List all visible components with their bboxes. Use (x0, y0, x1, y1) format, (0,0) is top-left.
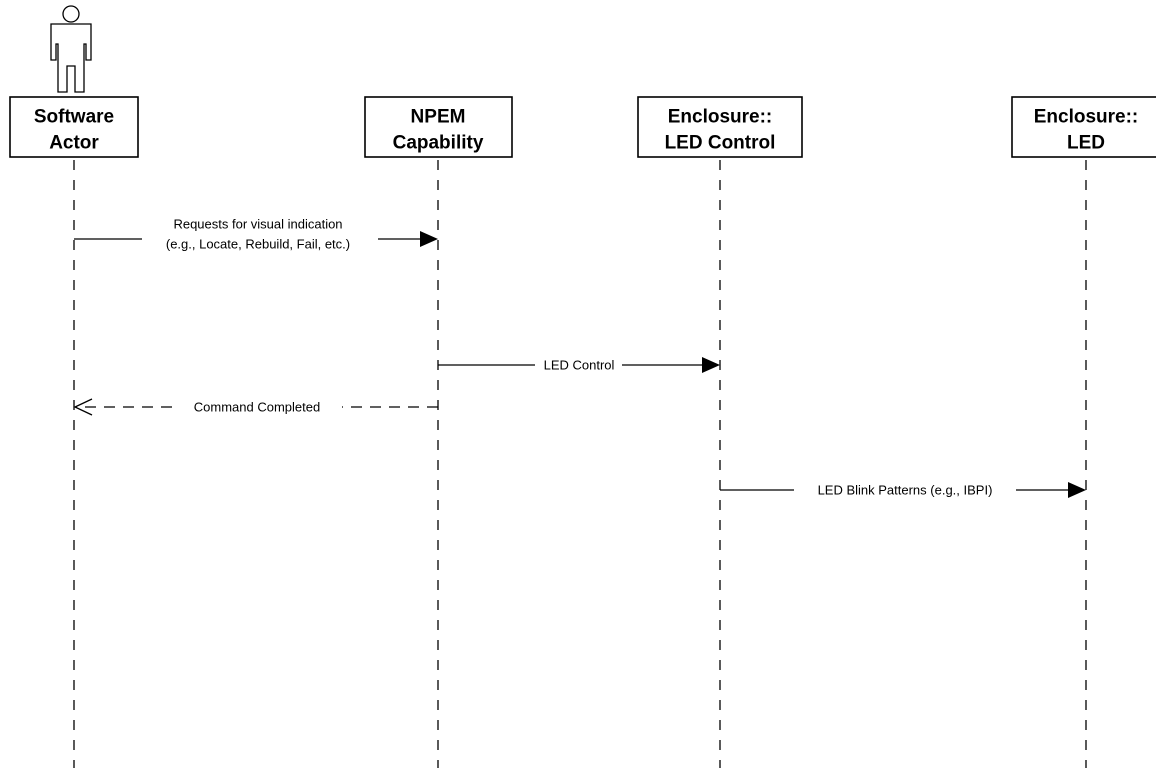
arrowhead-solid (420, 231, 438, 247)
participant-npem-capability: NPEM Capability (364, 96, 513, 158)
message-led-blink-patterns: LED Blink Patterns (e.g., IBPI) (720, 482, 1086, 498)
message-led-control: LED Control (438, 357, 720, 373)
participant-npem-capability-line-1: NPEM (411, 107, 466, 128)
participant-npem-capability-line-2: Capability (393, 133, 484, 154)
participant-software-actor-line-1: Software (34, 107, 114, 128)
participant-enclosure-led: Enclosure:: LED (1011, 96, 1156, 158)
arrowhead-solid (1068, 482, 1086, 498)
message-led-blink-patterns-label: LED Blink Patterns (e.g., IBPI) (818, 483, 993, 498)
participant-software-actor-line-2: Actor (49, 133, 99, 154)
actor-icon (50, 5, 92, 93)
arrowhead-open (73, 398, 93, 416)
message-led-control-label: LED Control (544, 358, 615, 373)
message-command-completed: Command Completed (73, 398, 438, 416)
message-request-visual-indication-line-2: (e.g., Locate, Rebuild, Fail, etc.) (166, 237, 350, 252)
message-request-visual-indication-line-1: Requests for visual indication (173, 217, 342, 232)
participant-enclosure-led-line-2: LED (1067, 133, 1105, 154)
message-request-visual-indication: Requests for visual indication (e.g., Lo… (74, 217, 438, 252)
participant-software-actor: Software Actor (9, 96, 139, 158)
participant-enclosure-led-control-line-1: Enclosure:: (668, 107, 773, 128)
participant-enclosure-led-line-1: Enclosure:: (1034, 107, 1139, 128)
arrowhead-solid (702, 357, 720, 373)
participant-enclosure-led-control: Enclosure:: LED Control (637, 96, 803, 158)
participant-enclosure-led-control-line-2: LED Control (665, 133, 776, 154)
message-command-completed-label: Command Completed (194, 400, 320, 415)
